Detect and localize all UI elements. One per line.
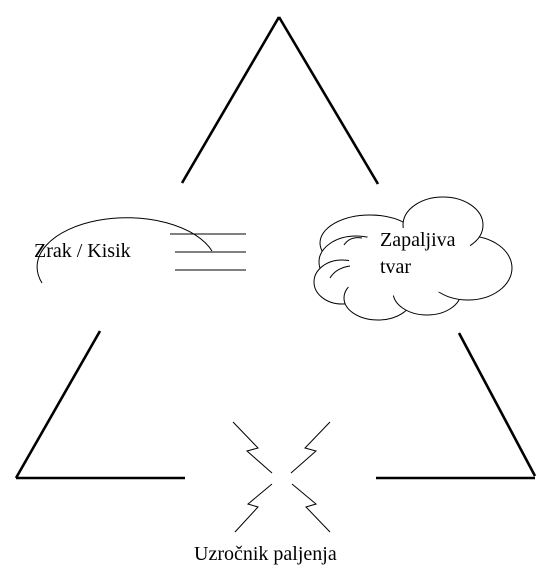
triangle-outline [14, 16, 537, 480]
airflow-lines-icon [170, 233, 246, 271]
triangle-edge-upper-right [277, 16, 380, 185]
combustible-material-label-line2: tvar [380, 256, 411, 278]
ignition-source-label: Uzročnik paljenja [194, 543, 337, 565]
air-oxygen-element: Zrak / Kisik [34, 217, 246, 284]
ignition-source-element: Uzročnik paljenja [194, 421, 337, 565]
triangle-edge-lower-right [457, 332, 537, 477]
air-ellipse-icon [36, 217, 213, 284]
combustible-material-element: Zapaljiva tvar [313, 196, 513, 321]
air-oxygen-label: Zrak / Kisik [34, 240, 131, 262]
spark-icon [232, 421, 331, 533]
triangle-edge-upper-left [180, 16, 281, 184]
triangle-edge-lower-left [14, 330, 102, 479]
combustible-material-label-line1: Zapaljiva [380, 229, 456, 251]
cloud-icon [313, 196, 513, 321]
